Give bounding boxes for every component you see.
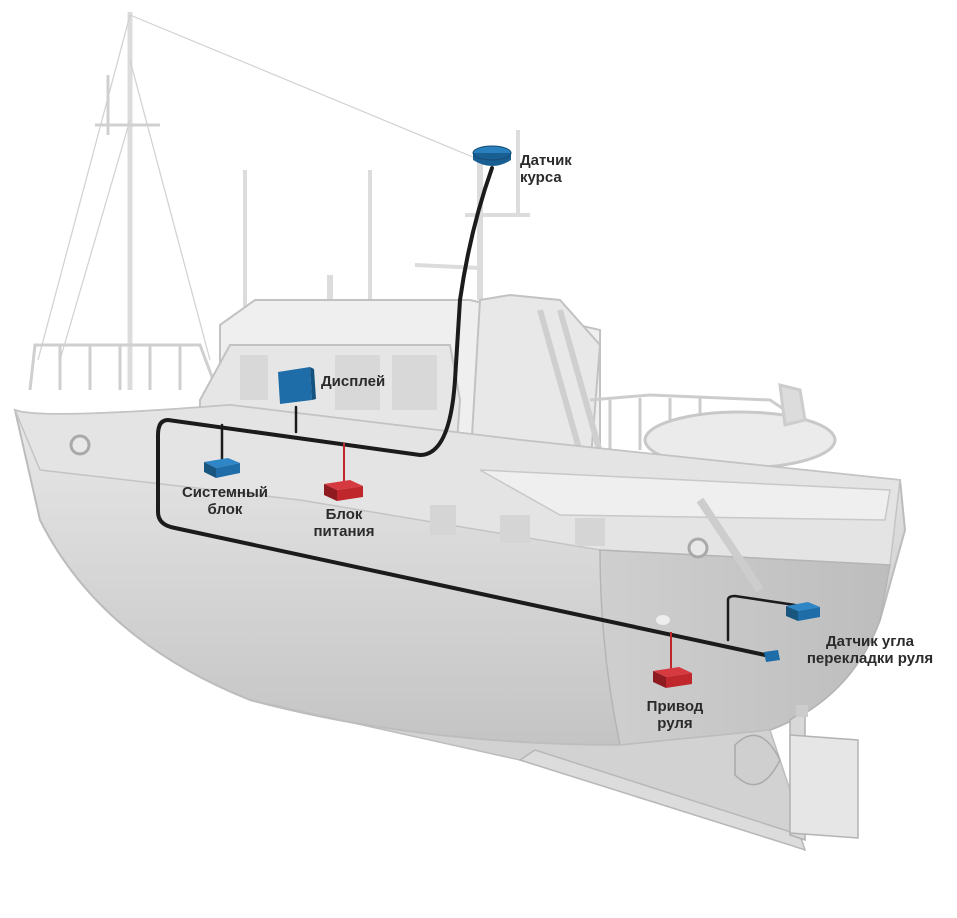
label-rudder-drive: Привод руля bbox=[635, 698, 715, 732]
label-rudder-sensor: Датчик угла перекладки руля bbox=[796, 633, 944, 667]
label-rudder-sensor-line2: перекладки руля bbox=[806, 650, 934, 667]
label-rudder-drive-line1: Привод bbox=[646, 698, 704, 715]
heading-sensor-icon bbox=[472, 145, 512, 166]
label-heading-sensor-line2: курса bbox=[520, 169, 562, 186]
main-cable bbox=[156, 166, 767, 657]
label-display: Дисплей bbox=[321, 373, 385, 390]
label-system-unit-line1: Системный bbox=[181, 484, 269, 501]
label-rudder-drive-line2: руля bbox=[657, 715, 693, 732]
label-power-unit-line2: питания bbox=[313, 523, 375, 540]
cables bbox=[156, 166, 797, 657]
hull bbox=[13, 403, 907, 846]
power-unit-icon bbox=[324, 480, 363, 501]
label-heading-sensor: Датчик курса bbox=[520, 152, 572, 186]
keel-propeller-rudder bbox=[518, 705, 859, 852]
bow-railing bbox=[28, 343, 217, 391]
label-system-unit: Системный блок bbox=[172, 484, 278, 518]
label-power-unit: Блок питания bbox=[304, 506, 384, 540]
label-heading-sensor-line1: Датчик bbox=[520, 152, 572, 169]
label-system-unit-line2: блок bbox=[207, 501, 243, 518]
label-display-line1: Дисплей bbox=[321, 373, 386, 390]
rudder-sensor-icon bbox=[764, 602, 820, 662]
power-lines bbox=[343, 443, 672, 670]
label-power-unit-line1: Блок bbox=[325, 506, 363, 523]
system-unit-icon bbox=[204, 458, 240, 478]
label-rudder-sensor-line1: Датчик угла bbox=[825, 633, 915, 650]
rudder-drive-icon bbox=[653, 667, 692, 688]
display-icon bbox=[278, 367, 316, 404]
